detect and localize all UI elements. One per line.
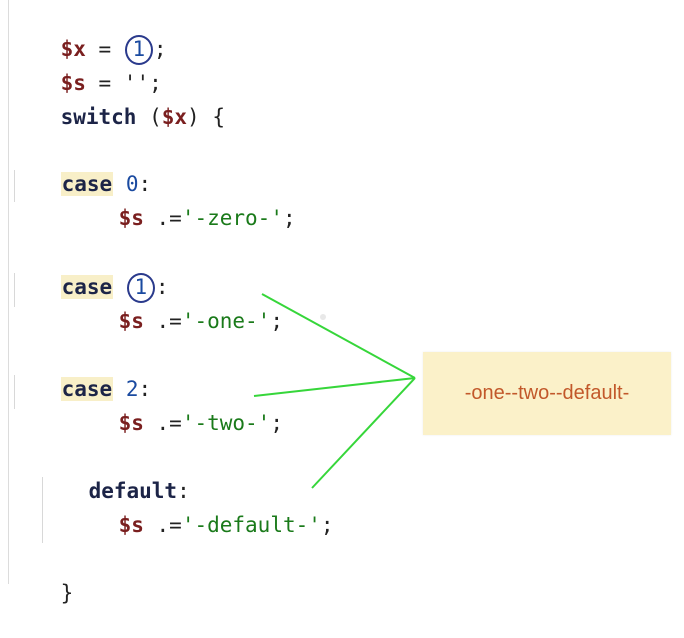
assign-var-s: $s (118, 513, 144, 537)
concat-op: .= (143, 309, 182, 333)
semicolon: ; (270, 309, 283, 333)
case-keyword: case (60, 377, 114, 401)
colon: : (177, 479, 190, 503)
case-value-0: 0 (125, 172, 139, 196)
assign-var-s: $s (118, 309, 144, 333)
indent-guide (14, 273, 15, 307)
colon: : (138, 377, 152, 401)
code-line-case-0: case 0: (10, 139, 151, 196)
case-keyword: case (60, 172, 114, 196)
var-x: $x (60, 37, 86, 61)
case-keyword: case (60, 275, 114, 299)
code-line-default: default: (38, 446, 190, 503)
paren-open: ( (136, 105, 162, 129)
left-gutter-line (8, 0, 9, 584)
closing-brace: } (60, 581, 74, 605)
concat-op: .= (143, 206, 182, 230)
output-result-box: -one--two--default- (423, 352, 671, 435)
indent-guide (14, 170, 15, 202)
assign-op: = (85, 37, 124, 61)
default-keyword: default (88, 479, 178, 503)
code-diagram: $x = 1; $s = ''; switch ($x) { case 0: $… (8, 0, 671, 605)
assign-empty: = ''; (85, 71, 162, 95)
indent-guide (42, 477, 43, 543)
semicolon: ; (270, 411, 283, 435)
output-result-text: -one--two--default- (464, 382, 630, 404)
string-zero: '-zero-' (181, 206, 283, 230)
connector-line-two (253, 377, 416, 397)
string-two: '-two-' (181, 411, 271, 435)
colon: : (138, 172, 152, 196)
code-line-default-assign: $s .='-default-'; (68, 480, 334, 537)
connector-line-one (261, 293, 416, 379)
code-line-case-1: case 1: (10, 242, 168, 303)
string-one: '-one-' (181, 309, 271, 333)
code-line-case-2: case 2: (10, 344, 151, 401)
indent-guide (14, 375, 15, 409)
code-line-zero: $s .='-zero-'; (68, 173, 296, 230)
semicolon: ; (320, 513, 334, 537)
code-line-x-assign: $x = 1; (10, 4, 166, 65)
code-line-switch: switch ($x) { (10, 72, 225, 129)
concat-op: .= (143, 513, 182, 537)
colon: : (155, 275, 169, 299)
assign-var-s: $s (118, 411, 144, 435)
semicolon: ; (153, 37, 167, 61)
code-line-s-assign: $s = ''; (10, 38, 162, 95)
code-line-one: $s .='-one-'; (68, 276, 283, 333)
connector-line-default (311, 377, 416, 489)
assign-var-s: $s (118, 206, 144, 230)
faint-dot (320, 314, 326, 320)
code-line-two: $s .='-two-'; (68, 378, 283, 435)
semicolon: ; (282, 206, 296, 230)
connector-lines (253, 293, 416, 489)
circled-value-1: 1 (124, 35, 153, 65)
case-value-2: 2 (125, 377, 139, 401)
switch-var-x: $x (161, 105, 188, 129)
concat-op: .= (143, 411, 182, 435)
paren-close-brace: ) { (187, 105, 225, 129)
circled-case-value-1: 1 (126, 273, 155, 303)
var-s: $s (60, 71, 86, 95)
switch-keyword: switch (60, 105, 137, 129)
string-default: '-default-' (181, 513, 321, 537)
